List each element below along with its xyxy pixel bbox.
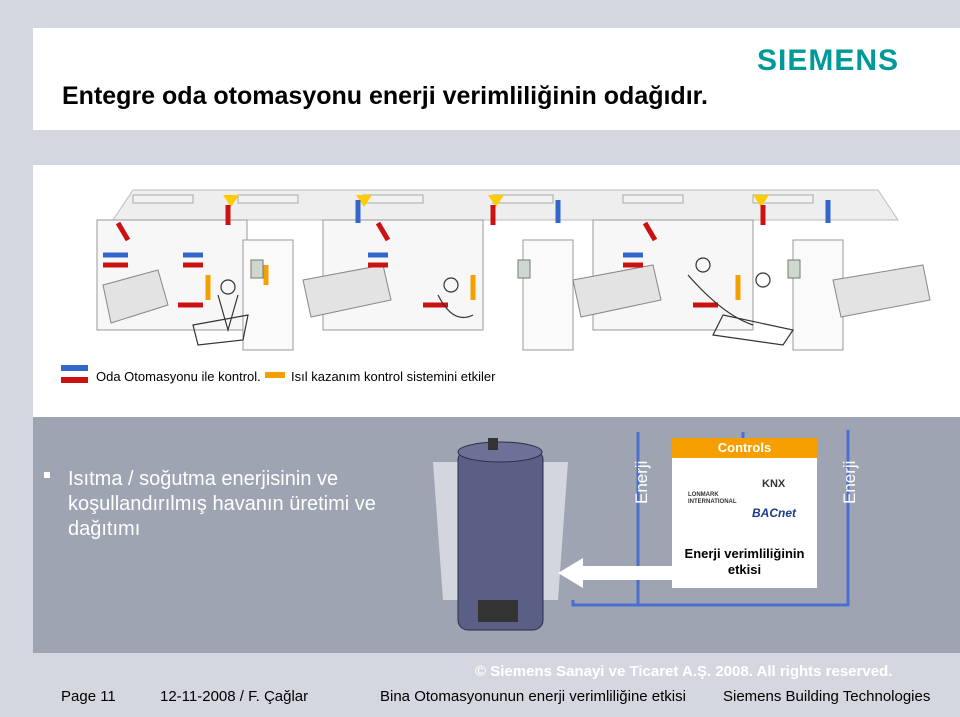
efficiency-text: Enerji verimliliğinin etkisi (684, 546, 805, 577)
knx-logo: KNX (762, 478, 786, 490)
company: Siemens Building Technologies (723, 688, 931, 705)
bullet-marker (44, 472, 50, 478)
page-number: Page 11 (61, 688, 116, 705)
protocol-logos: LONMARK INTERNATIONAL KNX BACnet (672, 458, 817, 543)
footer (0, 653, 960, 717)
bullet-text: Isıtma / soğutma enerjisinin ve koşullan… (68, 468, 376, 540)
room-illustration-panel (33, 165, 960, 417)
energy-label-right: Enerji (840, 460, 859, 504)
date-author: 12-11-2008 / F. Çağlar (160, 688, 309, 705)
office-rooms-illustration (61, 189, 931, 383)
title-panel (33, 28, 960, 130)
siemens-logo: SIEMENS (757, 44, 900, 77)
copyright: © Siemens Sanayi ve Ticaret A.Ş. 2008. A… (475, 663, 893, 680)
energy-label-left: Enerji (632, 460, 651, 504)
controls-box (672, 438, 817, 588)
slide-title: Entegre oda otomasyonu enerji verimliliğ… (62, 82, 708, 110)
bacnet-logo: BACnet (752, 506, 796, 520)
legend-heat-gain: Isıl kazanım kontrol sistemini etkiler (291, 369, 496, 384)
controls-header: Controls (672, 438, 817, 458)
legend-room-automation: Oda Otomasyonu ile kontrol. (96, 369, 261, 384)
lonmark-logo: LONMARK INTERNATIONAL (688, 492, 737, 505)
subject: Bina Otomasyonunun enerji verimliliğine … (380, 688, 686, 705)
